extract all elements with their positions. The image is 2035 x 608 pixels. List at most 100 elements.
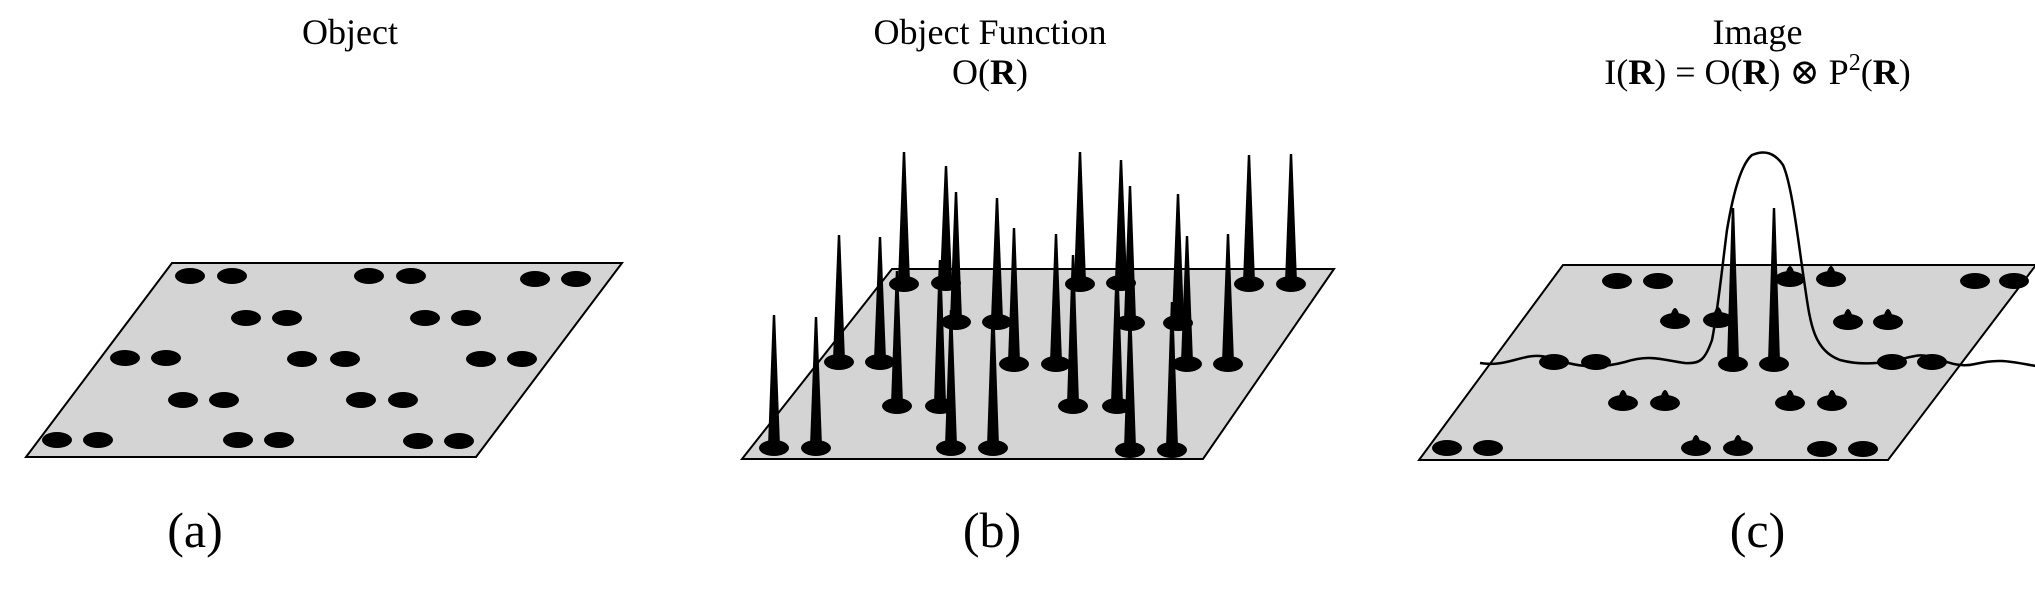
atom-dot: [1660, 313, 1690, 329]
delta-spike: [934, 260, 946, 404]
atom-dot: [1817, 395, 1847, 411]
delta-spike: [945, 310, 957, 446]
atom-dot: [1703, 312, 1733, 328]
atom-dot: [1718, 356, 1748, 372]
atom-dot: [978, 440, 1008, 456]
formula-part: ): [1016, 52, 1028, 92]
panel-c-caption: (c): [1729, 502, 1786, 558]
delta-spike: [1050, 234, 1062, 362]
atom-dot: [824, 354, 854, 370]
atom-dot: [999, 356, 1029, 372]
panel-a-caption: (a): [167, 502, 223, 558]
image-bump: [1618, 390, 1628, 399]
image-bump: [1827, 390, 1837, 399]
atom-dot: [1999, 273, 2029, 289]
atom-dot: [1602, 273, 1632, 289]
formula-superscript: 2: [1848, 50, 1861, 76]
formula-part: ): [1898, 52, 1911, 92]
atom-dot: [223, 432, 253, 448]
atom-dot: [1172, 356, 1202, 372]
delta-spike: [940, 166, 952, 281]
panel-c-title: Image I(R) = O(R) ⊗ P2(R): [1440, 12, 2035, 97]
image-bump: [1660, 390, 1670, 399]
delta-spike: [768, 315, 780, 446]
atom-dot: [209, 392, 239, 408]
atom-dot: [451, 310, 481, 326]
atom-dot: [1234, 276, 1264, 292]
point-spread-curve: [1479, 151, 2035, 368]
formula-part: (: [1860, 52, 1873, 92]
image-bump: [1843, 309, 1853, 318]
panel-b-title-line1: Object Function: [873, 12, 1107, 52]
atom-dot: [217, 268, 247, 284]
atom-dot: [287, 351, 317, 367]
delta-spike: [950, 192, 962, 320]
delta-spike: [1172, 194, 1184, 321]
atom-dot: [396, 268, 426, 284]
atom-dot: [1807, 441, 1837, 457]
image-bump: [1785, 390, 1795, 399]
delta-spike: [874, 237, 886, 360]
atom-dot: [231, 310, 261, 326]
atom-dot: [388, 392, 418, 408]
panel-c-title-line1: Image: [1712, 12, 1803, 52]
panel-c: Image I(R) = O(R) ⊗ P2(R) (c): [1400, 0, 2035, 608]
image-bump: [1883, 309, 1893, 318]
formula-part: O(: [952, 52, 990, 92]
atom-dot: [1581, 354, 1611, 370]
atom-dot: [1775, 395, 1805, 411]
atom-dot: [264, 432, 294, 448]
image-bump: [1691, 435, 1701, 444]
atom-dot: [1102, 398, 1132, 414]
image-diagram: [1417, 151, 2035, 461]
atom-dot: [561, 271, 591, 287]
delta-spike: [1124, 186, 1136, 321]
delta-spike: [1727, 208, 1739, 362]
delta-spike: [1111, 262, 1123, 404]
panel-b-formula: O(R): [640, 52, 1340, 92]
atom-dot: [110, 350, 140, 366]
delta-spike: [1181, 236, 1193, 362]
panel-b: Object Function O(R) (b): [700, 0, 1400, 608]
image-bump: [1670, 308, 1680, 317]
delta-spike: [1243, 155, 1255, 282]
formula-part: ) = O(: [1654, 52, 1743, 92]
delta-spike: [810, 317, 822, 446]
atom-dot: [1759, 356, 1789, 372]
atom-dot: [466, 351, 496, 367]
atom-dot: [1775, 271, 1805, 287]
atom-dot: [982, 314, 1012, 330]
atom-dot: [444, 433, 474, 449]
panel-a-title: Object: [302, 12, 398, 52]
image-bump: [1733, 435, 1743, 444]
delta-spike: [1222, 234, 1234, 362]
atom-dot: [410, 310, 440, 326]
atom-dot: [1041, 356, 1071, 372]
atom-dot: [403, 433, 433, 449]
panel-b-title: Object Function O(R): [640, 12, 1340, 92]
formula-part: ) ⊗ P: [1768, 52, 1849, 92]
atom-dot: [346, 392, 376, 408]
atom-dot: [1058, 398, 1088, 414]
atom-dot: [151, 350, 181, 366]
atom-dot: [1816, 271, 1846, 287]
atom-dot: [936, 440, 966, 456]
atom-dot: [1960, 273, 1990, 289]
delta-spike: [991, 198, 1003, 320]
atom-dot: [168, 392, 198, 408]
delta-spike: [833, 235, 845, 360]
delta-spike: [1008, 228, 1020, 362]
delta-spike: [1074, 152, 1086, 282]
atom-dot: [882, 398, 912, 414]
atom-dot: [1873, 314, 1903, 330]
image-bump: [1826, 266, 1836, 275]
atom-dot: [941, 314, 971, 330]
atom-dot: [1432, 440, 1462, 456]
delta-spike: [891, 271, 903, 404]
formula-vector-r: R: [1628, 52, 1655, 92]
atom-dot: [1848, 441, 1878, 457]
atom-dot: [759, 440, 789, 456]
panel-b-caption: (b): [962, 502, 1022, 558]
atom-dot: [1115, 442, 1145, 458]
atom-dot: [801, 440, 831, 456]
